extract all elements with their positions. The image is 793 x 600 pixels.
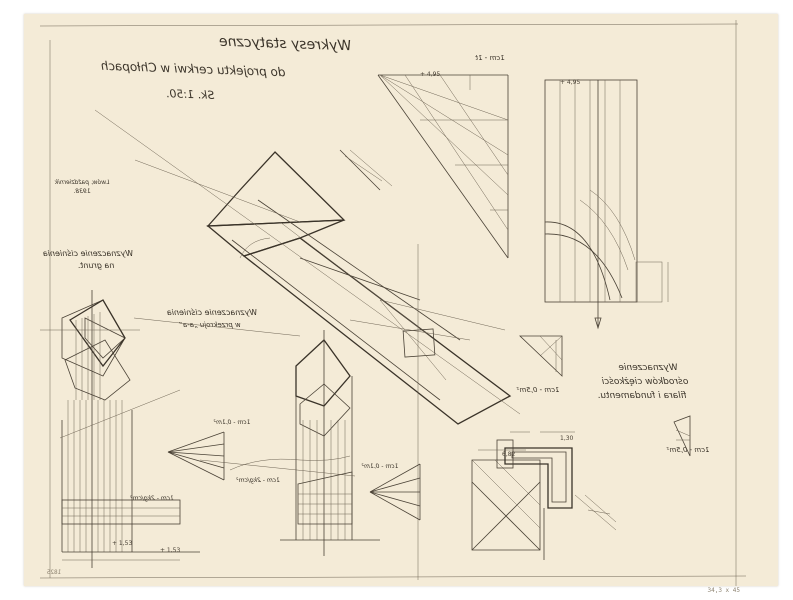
drawing-title: Wykresy statyczne: [219, 34, 352, 55]
small-triangle-diagram: [519, 335, 563, 377]
pillar-elevation-right: [544, 79, 669, 330]
centroid-line3: filara i fundamentu.: [597, 391, 686, 401]
signature-line2: 1938.: [73, 188, 90, 195]
svg-text:+ 1,53: + 1,53: [112, 540, 132, 547]
centroid-line2: ośrodków ciężkości: [601, 376, 688, 387]
inventory-number: 1825: [46, 569, 61, 576]
tracing-paper: [24, 14, 778, 586]
pillar-foundation-section: [94, 109, 521, 425]
svg-text:+ 4,95: + 4,95: [420, 71, 440, 78]
scale-label-1cm-2kgcm2-b: 1cm - 2kg/cm²: [236, 477, 280, 484]
scale-label-1cm-2kgcm2-a: 1cm - 2kg/cm²: [130, 495, 174, 502]
drawing-scale: Sk. 1:50.: [166, 87, 215, 102]
scale-label-1cm-01m2-a: 1cm - 0,1m²: [213, 419, 250, 426]
svg-text:1,30: 1,30: [560, 435, 574, 442]
scale-label-1cm-05m2-b: 1cm - 0,5m²: [666, 446, 709, 454]
section-pressure-line2: w przekroju „a-a”: [179, 321, 241, 329]
force-triangle-diagram: [377, 74, 509, 259]
pressure-diagram-middle: [199, 330, 380, 556]
drawing-subtitle: do projektu cerkwi w Chłopach: [101, 59, 286, 79]
signature-note: Lwów, październik 1938.: [54, 179, 109, 195]
section-pressure-line1: Wyznaczenie ciśnienia: [167, 307, 257, 317]
svg-text:+ 4,95: + 4,95: [560, 79, 580, 86]
section-pressure-note: Wyznaczenie ciśnienia w przekroju „a-a”: [167, 307, 257, 329]
soil-pressure-line1: Wyznaczenie ciśnienia: [43, 248, 133, 258]
funicular-fan-right: [369, 463, 421, 521]
small-triangle-diagram-right: [673, 415, 691, 457]
scale-label-1cm-01m2-b: 1cm - 0,1m²: [361, 463, 398, 470]
pressure-diagram-left: [40, 290, 301, 568]
svg-text:6,82: 6,82: [502, 451, 516, 458]
title-block: Wykresy statyczne do projektu cerkwi w C…: [101, 34, 352, 102]
svg-text:+ 1,53: + 1,53: [160, 547, 180, 554]
sheet-dimensions: 34,3 x 45: [707, 587, 740, 594]
archive-stamps: 1825 34,3 x 45: [46, 569, 740, 594]
soil-pressure-line2: na grunt.: [78, 261, 115, 270]
centroid-line1: Wyznaczenie: [618, 363, 678, 373]
scale-label-1cm-05m2-a: 1cm - 0,5m²: [516, 386, 559, 394]
soil-pressure-note: Wyznaczenie ciśnienia na grunt.: [43, 248, 133, 270]
centroid-note: Wyznaczenie ośrodków ciężkości filara i …: [597, 363, 688, 401]
scale-labels: 1cm - 1t 1cm - 0,5m² 1cm - 0,5m² 1cm - 0…: [130, 54, 710, 502]
scale-label-1cm-1t: 1cm - 1t: [475, 54, 505, 62]
signature-line1: Lwów, październik: [54, 179, 109, 186]
border-frame: [39, 20, 747, 586]
pillar-plan-bottom-right: [471, 431, 617, 560]
funicular-fan-left: [167, 431, 225, 481]
dimension-annotations: + 4,95 + 4,95 + 1,53 + 1,53 6,82 1,30: [112, 71, 580, 554]
